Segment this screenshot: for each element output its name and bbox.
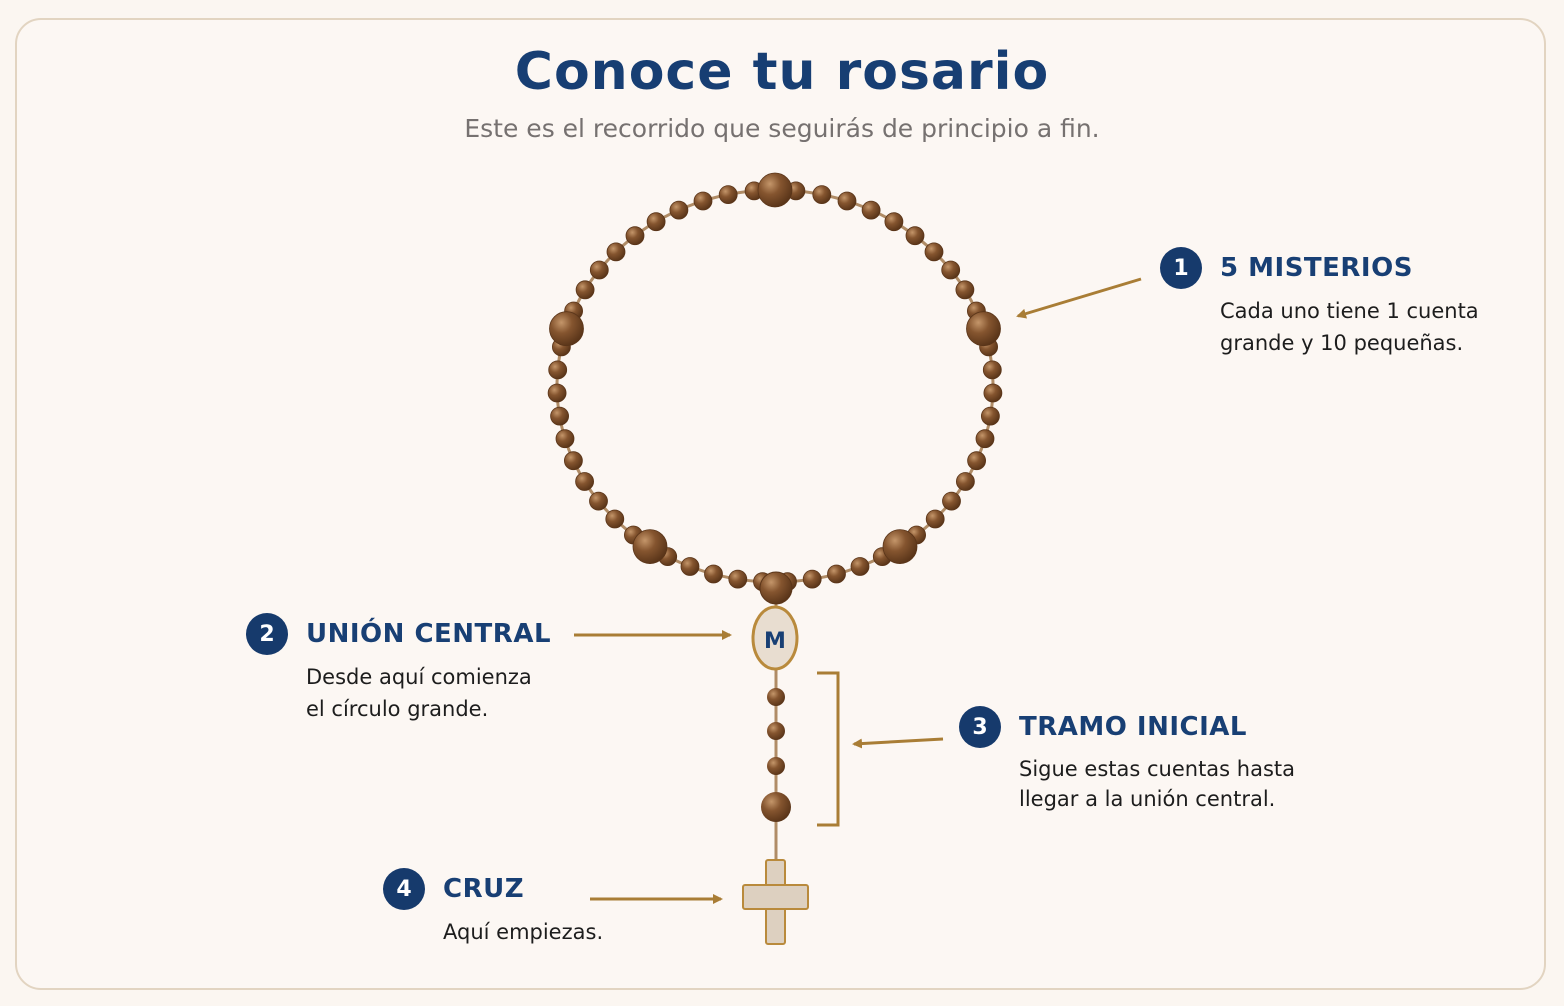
ring-small-bead [625,226,645,246]
callout-title: TRAMO INICIAL [1019,712,1247,742]
page-subtitle: Este es el recorrido que seguirás de pri… [464,114,1100,143]
callout-title: 5 MISTERIOS [1220,253,1413,283]
description-line: Aquí empiezas. [443,920,604,944]
ring-small-bead [955,280,975,300]
ring-small-bead [669,200,689,220]
badge-number: 4 [383,868,425,910]
description-line: Cada uno tiene 1 cuenta [1220,299,1479,323]
ring-small-bead [982,360,1002,380]
ring-small-bead [850,557,870,576]
ring-small-bead [956,472,975,491]
ring-small-bead [589,491,608,511]
ring-beads [547,172,1003,592]
ring-small-bead [925,509,945,529]
ring-small-bead [605,509,625,529]
description-line: Sigue estas cuentas hasta [1019,757,1296,781]
ring-large-bead [966,311,1001,347]
ring-small-bead [924,242,944,262]
ring-small-bead [967,451,986,471]
ring-small-bead [728,569,748,589]
ring-small-bead [941,260,961,280]
ring-small-bead [564,451,583,471]
junction-bead [759,571,793,605]
ring-small-bead [555,429,575,449]
ring-large-bead [632,529,668,564]
callout-misterios: 1 5 MISTERIOS Cada uno tiene 1 cuenta gr… [1160,247,1479,359]
badge-number: 3 [959,706,1001,748]
arrow-misterios [1016,277,1142,319]
ring-small-bead [802,569,822,589]
pendant-large-bead [761,792,791,822]
pendant-bead [767,722,785,740]
callout-description: Aquí empiezas. [443,916,603,948]
description-line: grande y 10 pequeñas. [1220,331,1464,355]
ring-small-bead [680,557,700,576]
callout-tramo-inicial: 3 TRAMO INICIAL Sigue estas cuentas hast… [959,706,1295,814]
arrow-tramo-inicial [852,737,944,749]
description-line: Desde aquí comienza [306,665,532,689]
ring-small-bead [884,212,904,232]
ring-small-bead [589,260,609,280]
ring-small-bead [575,280,595,300]
ring-small-bead [975,429,995,449]
ring-small-bead [547,383,567,403]
ring-small-bead [905,226,925,246]
medal: M [751,605,799,671]
page-title: Conoce tu rosario [514,42,1050,102]
ring-small-bead [704,564,723,584]
ring-small-bead [550,406,569,426]
description-line: llegar a la unión central. [1019,787,1276,811]
ring-small-bead [837,191,857,211]
callout-title: CRUZ [443,874,525,904]
ring-large-bead [882,529,918,564]
ring-small-bead [575,472,594,491]
callout-cruz: 4 CRUZ Aquí empiezas. [383,868,603,948]
badge-number: 2 [246,613,288,655]
medal-letter: M [764,629,786,654]
ring-small-bead [981,406,1000,426]
ring-small-bead [606,242,626,262]
ring-small-bead [646,212,666,232]
callout-union-central: 2 UNIÓN CENTRAL Desde aquí comienza el c… [246,613,551,725]
ring-large-bead [549,311,584,347]
callout-description: Desde aquí comienza el círculo grande. [306,661,551,725]
badge-number: 1 [1160,247,1202,289]
callout-description: Sigue estas cuentas hasta llegar a la un… [1019,754,1295,814]
section-bracket [817,671,840,827]
pendant-beads [761,688,791,822]
ring-small-bead [693,191,713,211]
pendant-bead [767,688,785,706]
pendant-bead [767,757,785,775]
ring-small-bead [812,185,832,205]
description-line: el círculo grande. [306,697,489,721]
callout-description: Cada uno tiene 1 cuenta grande y 10 pequ… [1220,295,1479,359]
ring-small-bead [718,185,738,205]
ring-small-bead [983,383,1003,403]
ring-small-bead [548,360,568,380]
ring-small-bead [942,491,961,511]
ring-small-bead [861,200,881,220]
cross [742,859,809,945]
ring-large-bead [757,172,793,208]
ring-small-bead [827,564,846,584]
callout-title: UNIÓN CENTRAL [306,619,552,649]
